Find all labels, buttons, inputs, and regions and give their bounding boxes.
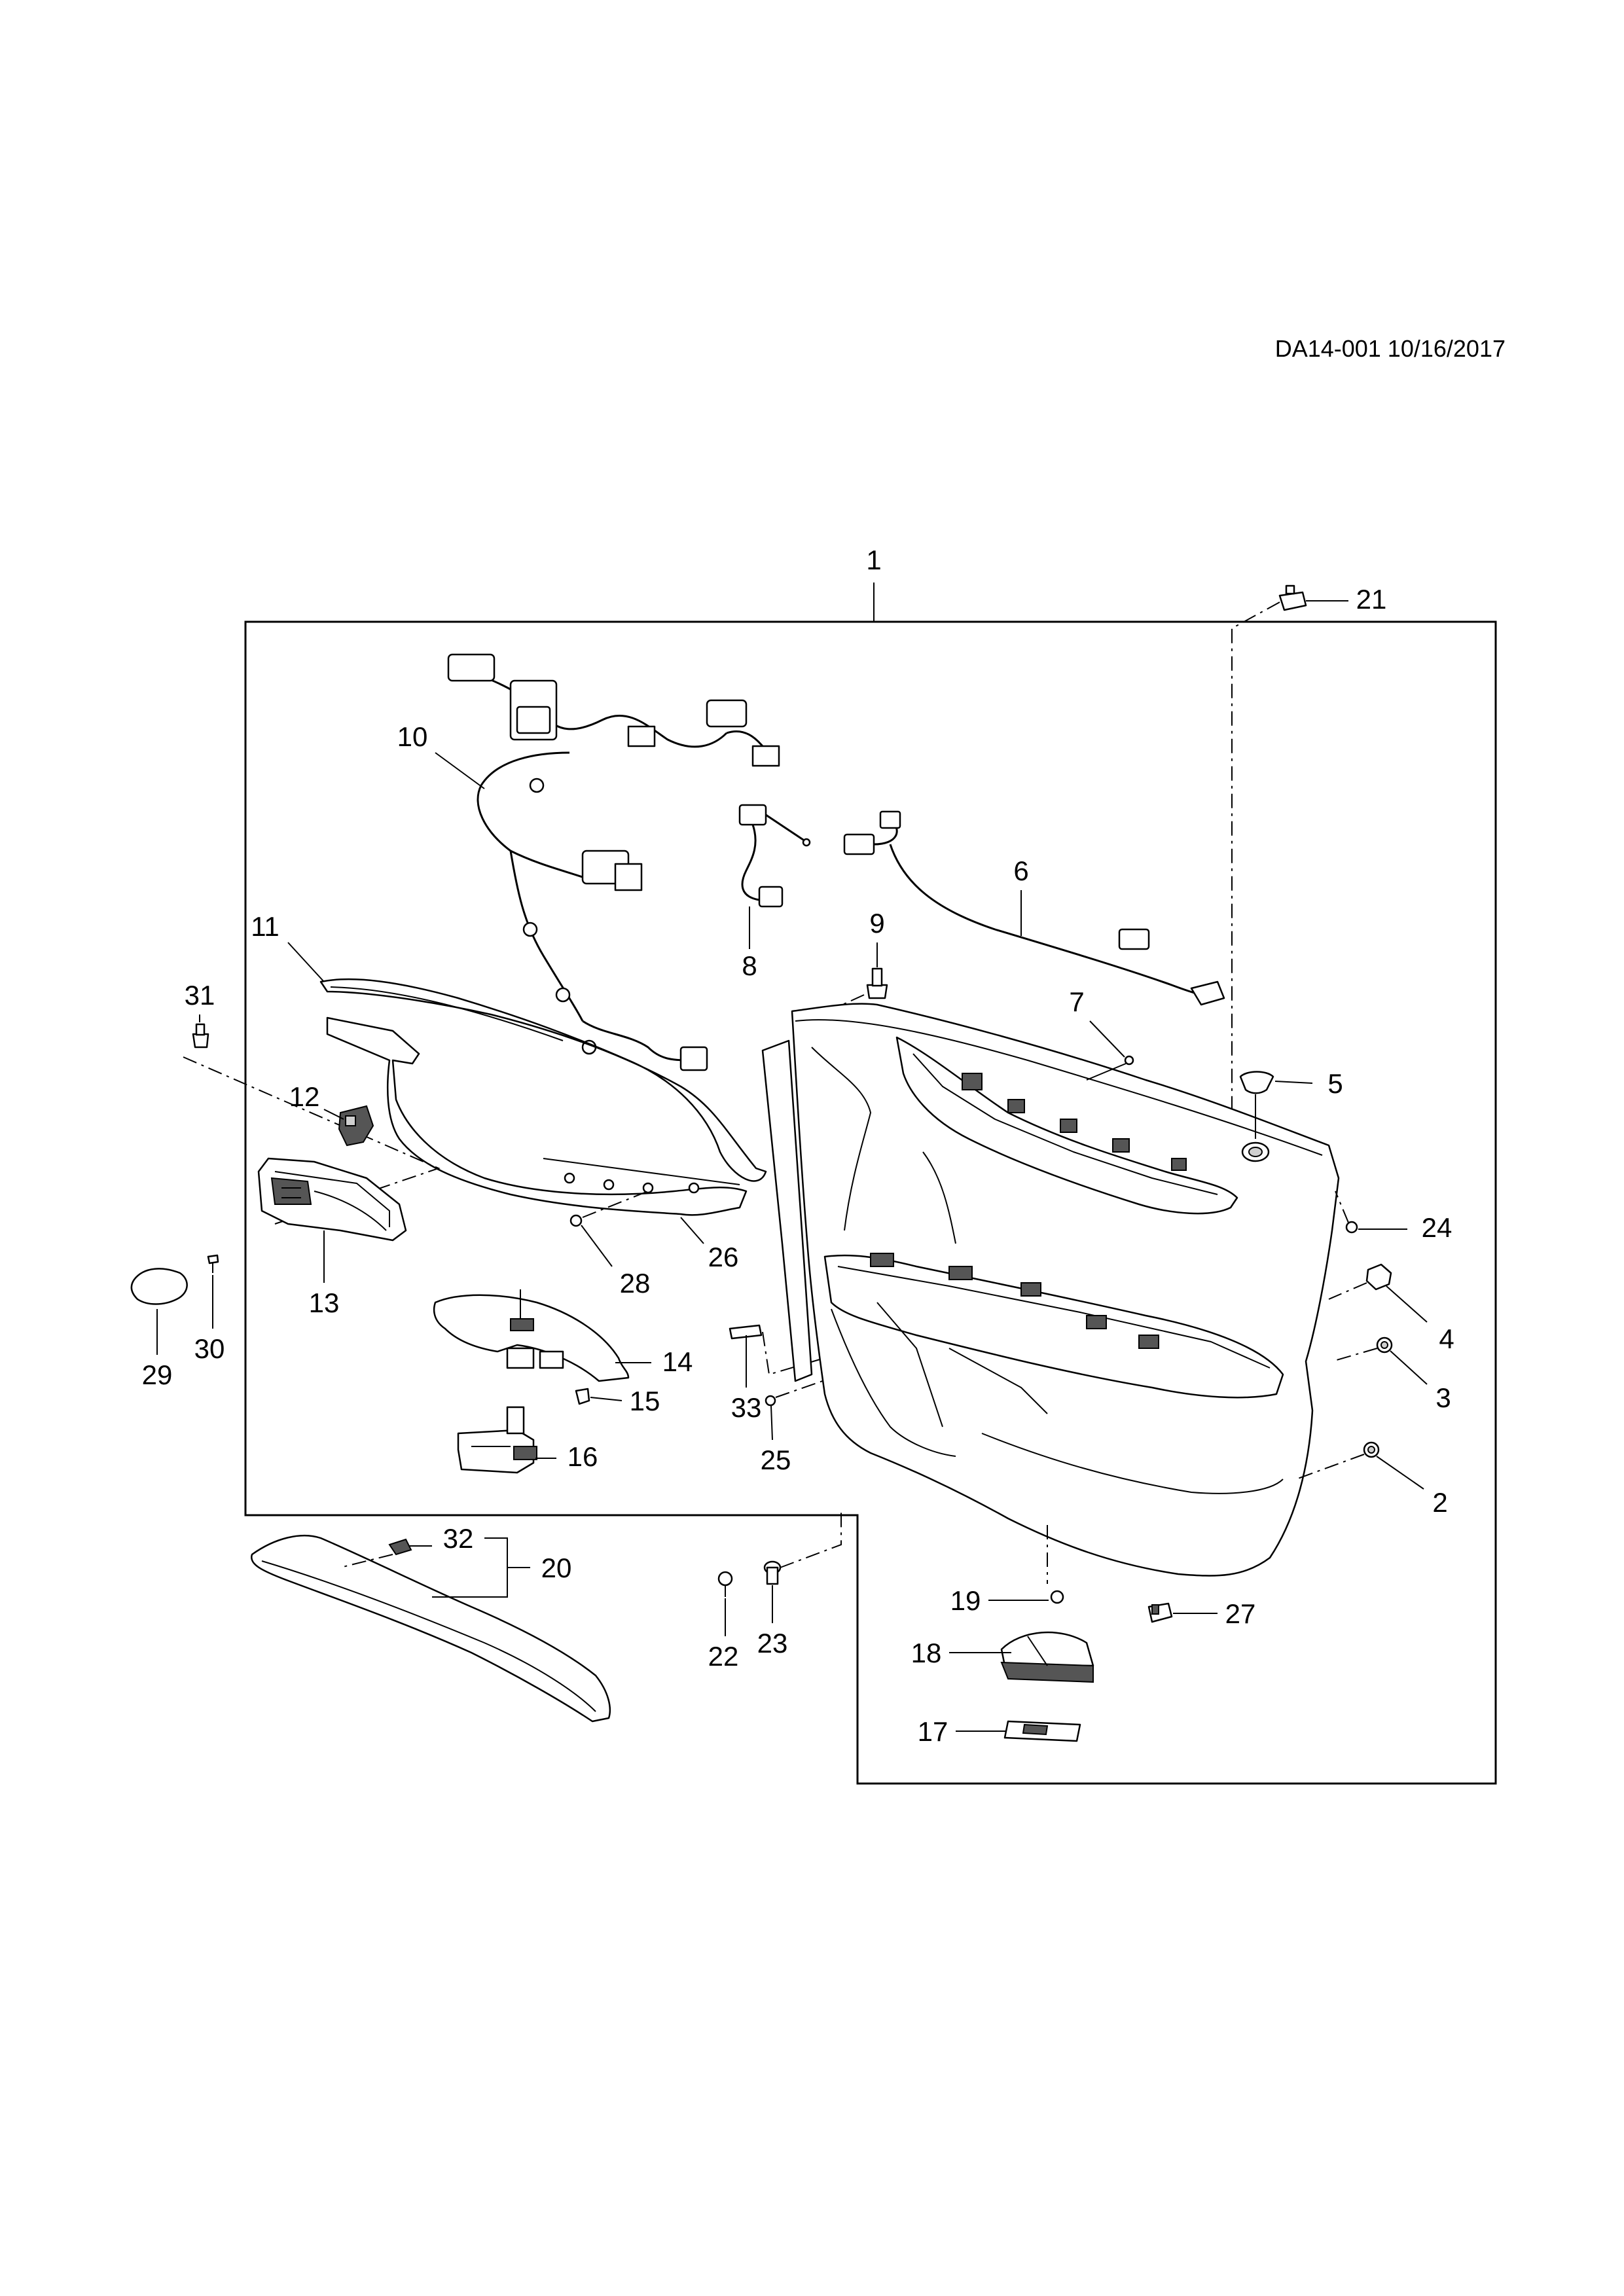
leader-11 bbox=[287, 942, 325, 982]
callout-14: 14 bbox=[662, 1346, 693, 1377]
part-17-lens[interactable] bbox=[1003, 1720, 1081, 1742]
part-4-nut[interactable] bbox=[1365, 1263, 1392, 1291]
callout-26: 26 bbox=[708, 1242, 739, 1272]
part-21-clip[interactable] bbox=[1278, 584, 1307, 611]
leader-26 bbox=[680, 1217, 704, 1244]
part-13-handle-housing[interactable] bbox=[257, 1157, 407, 1242]
part-30-screw[interactable] bbox=[207, 1254, 219, 1273]
part-15-clip[interactable] bbox=[506, 1347, 590, 1405]
leader-7b bbox=[1086, 1063, 1127, 1081]
leader-7 bbox=[1089, 1020, 1125, 1058]
part-29-cap[interactable] bbox=[130, 1268, 188, 1305]
part-28-screw[interactable] bbox=[569, 1214, 583, 1227]
callout-28: 28 bbox=[620, 1268, 651, 1299]
callout-23: 23 bbox=[757, 1628, 788, 1659]
callout-3: 3 bbox=[1435, 1382, 1451, 1413]
callout-19: 19 bbox=[950, 1585, 981, 1616]
part-2-screw[interactable] bbox=[1363, 1441, 1380, 1458]
callout-8: 8 bbox=[742, 950, 757, 981]
part-25-screw[interactable] bbox=[765, 1395, 776, 1407]
dash-22-23 bbox=[780, 1512, 842, 1568]
callout-25: 25 bbox=[761, 1444, 791, 1475]
part-10-wiring-harness[interactable] bbox=[447, 653, 780, 1071]
part-19-bulb[interactable] bbox=[1050, 1590, 1064, 1604]
part-7-clip[interactable] bbox=[1124, 1055, 1134, 1066]
part-12-bracket[interactable] bbox=[338, 1105, 374, 1147]
callout-27: 27 bbox=[1225, 1598, 1256, 1629]
part-24-screw[interactable] bbox=[1345, 1221, 1358, 1234]
dash-24 bbox=[1335, 1191, 1349, 1223]
callout-21: 21 bbox=[1356, 584, 1387, 615]
leader-25 bbox=[770, 1405, 773, 1441]
part-31-clip[interactable] bbox=[192, 1023, 209, 1049]
callout-2: 2 bbox=[1432, 1487, 1447, 1518]
part-32-clip[interactable] bbox=[388, 1538, 412, 1556]
dash-4 bbox=[1328, 1282, 1367, 1300]
leader-10 bbox=[435, 752, 485, 789]
callout-24: 24 bbox=[1422, 1212, 1453, 1243]
assembly-frame bbox=[244, 620, 1497, 1785]
callout-20: 20 bbox=[541, 1552, 572, 1583]
callout-15: 15 bbox=[630, 1386, 660, 1416]
callout-18: 18 bbox=[911, 1638, 942, 1668]
document-reference: DA14-001 10/16/2017 bbox=[1275, 335, 1506, 362]
part-8-small-harness[interactable] bbox=[738, 804, 811, 908]
dash-3 bbox=[1331, 1348, 1378, 1362]
part-5-plug[interactable] bbox=[1239, 1071, 1274, 1094]
leader-2 bbox=[1376, 1456, 1424, 1490]
leader-20 bbox=[484, 1537, 530, 1598]
callout-31: 31 bbox=[185, 980, 215, 1011]
part-1-door-trim-panel[interactable] bbox=[761, 1003, 1340, 1577]
callout-7: 7 bbox=[1069, 986, 1084, 1017]
part-23-washer[interactable] bbox=[763, 1560, 782, 1585]
part-27-clip[interactable] bbox=[1147, 1602, 1173, 1623]
callout-13: 13 bbox=[309, 1287, 340, 1318]
callout-4: 4 bbox=[1439, 1323, 1454, 1354]
part-16-switch-module[interactable] bbox=[457, 1406, 537, 1474]
callout-17: 17 bbox=[918, 1716, 948, 1747]
callout-30: 30 bbox=[194, 1333, 225, 1364]
callout-1: 1 bbox=[866, 545, 881, 575]
part-22-screw[interactable] bbox=[717, 1571, 733, 1597]
callout-16: 16 bbox=[568, 1441, 598, 1472]
dash-2 bbox=[1295, 1454, 1365, 1480]
leader-28 bbox=[581, 1225, 613, 1267]
part-11-upper-trim[interactable] bbox=[319, 978, 767, 1182]
dash-32 bbox=[340, 1554, 393, 1568]
callout-22: 22 bbox=[708, 1641, 739, 1672]
callout-10: 10 bbox=[397, 721, 428, 752]
dash-28 bbox=[582, 1191, 649, 1218]
callout-5: 5 bbox=[1327, 1068, 1343, 1099]
leader-5 bbox=[1274, 1081, 1313, 1084]
callout-9: 9 bbox=[869, 908, 884, 939]
part-9-fastener[interactable] bbox=[866, 967, 888, 999]
leader-12 bbox=[323, 1109, 344, 1120]
part-18-lamp-housing[interactable] bbox=[1000, 1631, 1094, 1683]
part-20-sill-trim[interactable] bbox=[251, 1534, 611, 1723]
leader-4 bbox=[1386, 1285, 1428, 1323]
part-14-switch-bezel[interactable] bbox=[433, 1289, 630, 1382]
callout-11: 11 bbox=[251, 911, 280, 942]
leader-15 bbox=[590, 1397, 623, 1401]
callout-33: 33 bbox=[731, 1392, 762, 1423]
callout-6: 6 bbox=[1013, 855, 1028, 886]
leader-3 bbox=[1390, 1350, 1428, 1385]
callout-12: 12 bbox=[289, 1081, 320, 1112]
callout-29: 29 bbox=[142, 1359, 173, 1390]
part-26-trim-bracket[interactable] bbox=[326, 1016, 748, 1216]
part-6-door-wire[interactable] bbox=[843, 810, 1225, 1006]
callout-32: 32 bbox=[443, 1523, 474, 1554]
part-3-screw[interactable] bbox=[1376, 1336, 1393, 1354]
